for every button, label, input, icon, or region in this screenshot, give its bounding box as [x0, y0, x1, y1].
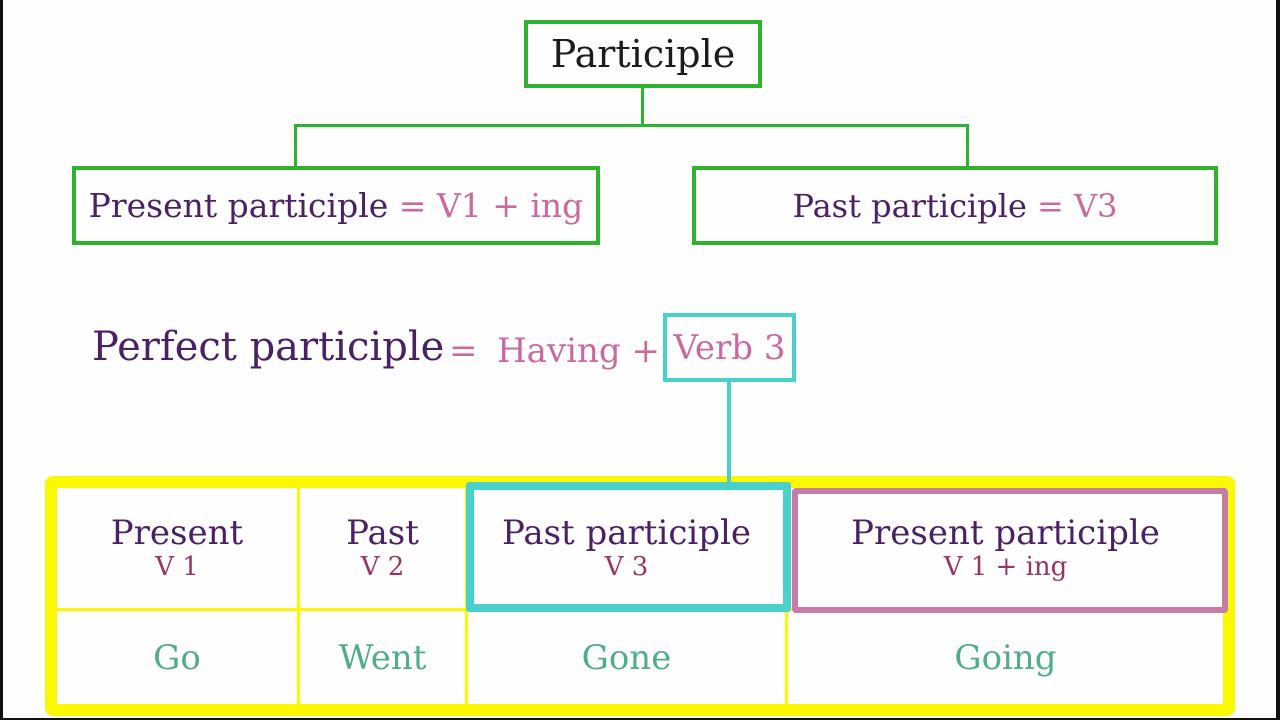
frame-edge-bottom — [0, 718, 1280, 720]
table-header-past-participle: Past participle V 3 — [468, 488, 785, 608]
verb-forms-table: Present V 1 Past V 2 Past participle V 3… — [45, 476, 1235, 716]
present-participle-box: Present participle = V1 + ing — [72, 166, 600, 245]
frame-edge-left — [0, 0, 3, 720]
table-header-present-participle: Present participle V 1 + ing — [788, 488, 1223, 608]
perfect-participle-label: Perfect participle — [92, 324, 445, 370]
present-participle-header-highlight — [792, 488, 1228, 613]
perfect-participle-equals: = — [449, 331, 478, 371]
past-participle-box: Past participle = V3 — [692, 166, 1218, 245]
table-cell-going: Going — [788, 611, 1223, 704]
verb3-label: Verb 3 — [673, 327, 786, 368]
past-participle-header-highlight — [466, 482, 791, 612]
connector-right-drop — [966, 124, 969, 168]
participle-root-box: Participle — [524, 20, 762, 88]
past-participle-label: Past participle — [792, 186, 1038, 225]
verb3-highlight-box: Verb 3 — [663, 313, 796, 382]
verb-table-grid: Present V 1 Past V 2 Past participle V 3… — [57, 488, 1223, 704]
connector-verb3-to-table — [727, 382, 731, 486]
table-cell-go: Go — [57, 611, 297, 704]
connector-left-drop — [294, 124, 297, 168]
connector-root-vertical — [641, 86, 644, 126]
table-cell-gone: Gone — [468, 611, 785, 704]
frame-edge-right — [1276, 0, 1280, 720]
present-participle-formula: = V1 + ing — [398, 186, 584, 225]
past-participle-formula: = V3 — [1037, 186, 1118, 225]
perfect-participle-formula: Having + — [497, 331, 660, 371]
table-header-present: Present V 1 — [57, 488, 297, 608]
participle-root-label: Participle — [550, 32, 736, 76]
connector-horizontal — [294, 124, 969, 127]
present-participle-label: Present participle — [88, 186, 399, 225]
table-header-past: Past V 2 — [300, 488, 465, 608]
table-cell-went: Went — [300, 611, 465, 704]
